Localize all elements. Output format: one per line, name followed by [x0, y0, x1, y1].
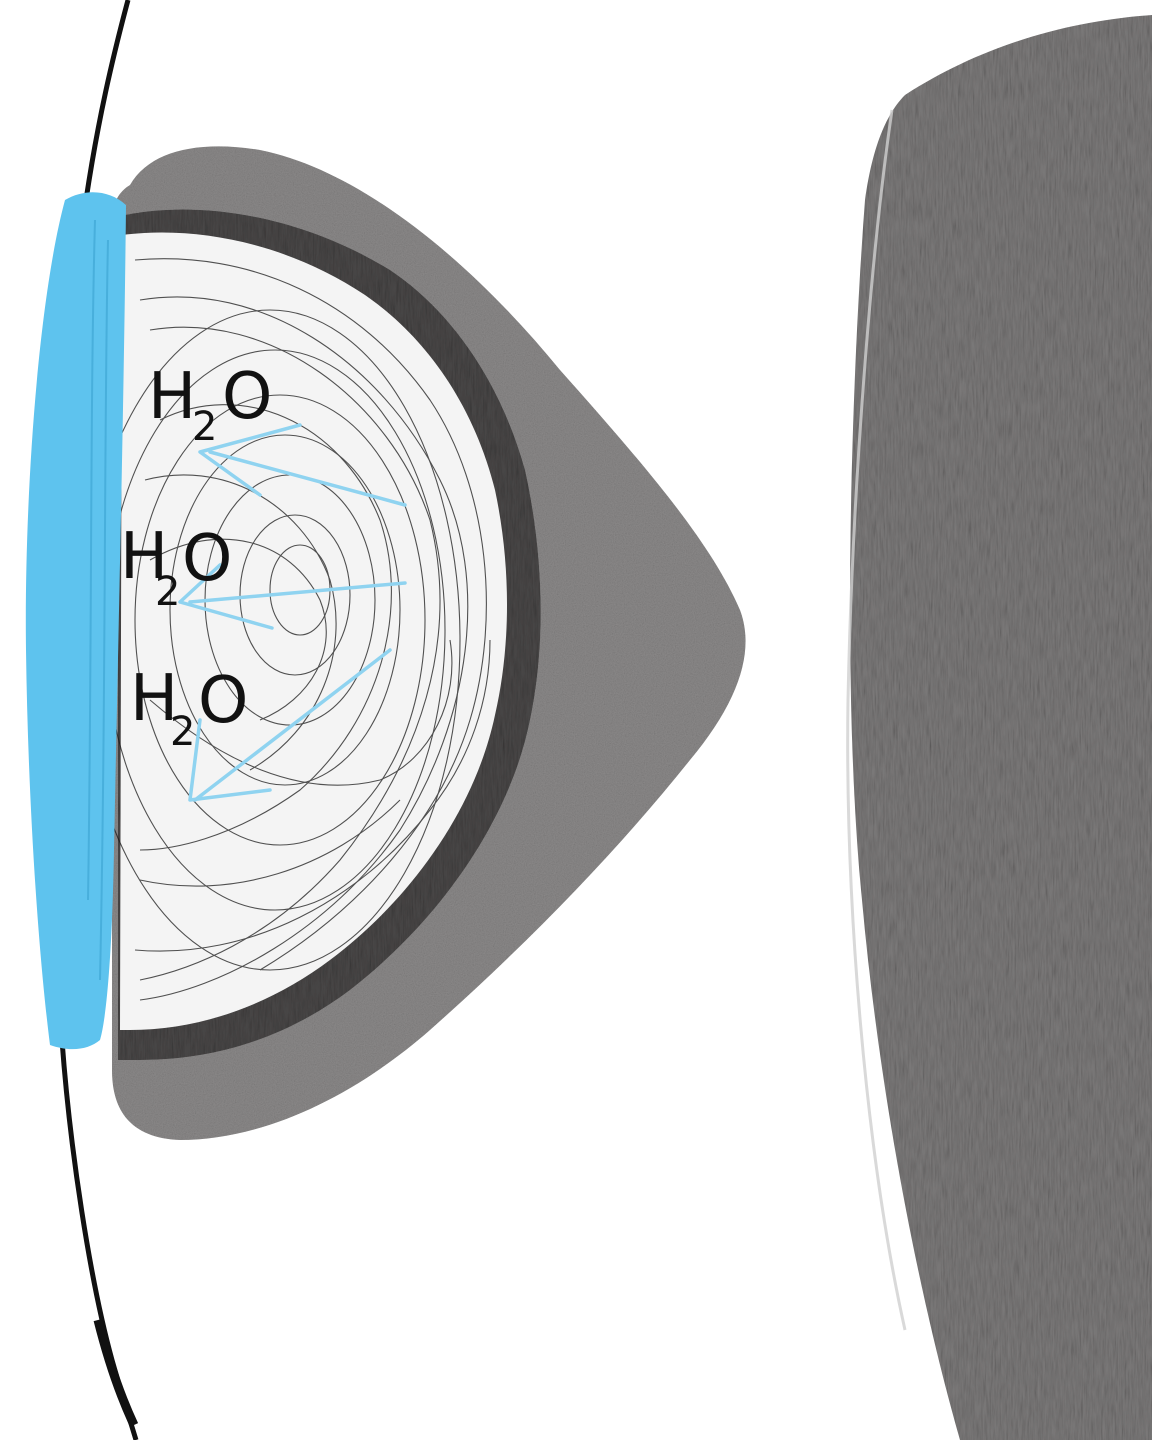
- svg-text:H: H: [148, 360, 196, 434]
- svg-text:O: O: [182, 522, 232, 596]
- water-layer: [26, 192, 126, 1049]
- membrane-line-top: [86, 0, 128, 200]
- membrane-line-bottom-thick: [98, 1320, 134, 1425]
- right-tissue: [850, 15, 1152, 1440]
- svg-text:O: O: [222, 360, 272, 434]
- svg-text:O: O: [198, 664, 248, 738]
- svg-text:2: 2: [170, 709, 195, 755]
- svg-text:2: 2: [155, 569, 180, 615]
- svg-text:2: 2: [192, 404, 217, 450]
